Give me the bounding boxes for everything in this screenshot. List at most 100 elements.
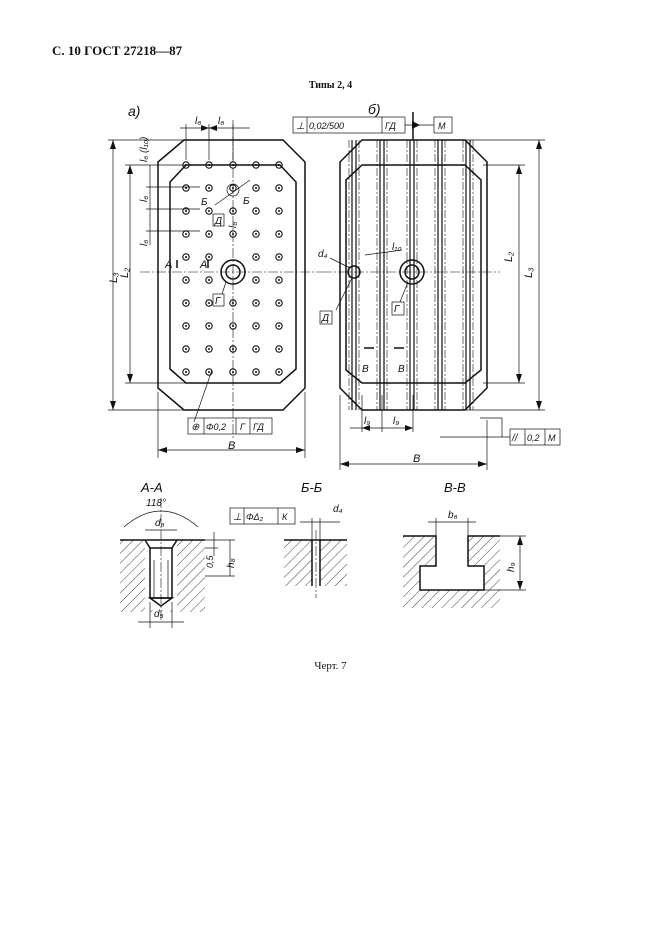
ref-d-a: Д [214,216,222,227]
hole-center [232,210,234,212]
hole-center [185,371,187,373]
mounting-hole [182,184,190,192]
hole-center [278,348,280,350]
mounting-hole [275,322,283,330]
ref-g-a: Г [215,296,222,307]
mounting-hole [205,368,213,376]
section-mark-v-right: В [398,364,405,375]
hole-grid [182,161,283,376]
section-mark-v-left: В [362,364,369,375]
mounting-hole [205,230,213,238]
hole-center [255,325,257,327]
mounting-hole [252,345,260,353]
section-aa-title: А-А [140,480,163,495]
mounting-hole [252,368,260,376]
dim-0-5: 0,5 [205,554,215,568]
hole-center [278,325,280,327]
hole-center [208,371,210,373]
hole-center [208,279,210,281]
mounting-hole [205,207,213,215]
tol-a-datum2: ГД [253,422,265,432]
section-mark-b-left: Б [201,197,208,208]
hole-center [185,187,187,189]
figure-caption: Черт. 7 [314,660,347,672]
hole-center [255,348,257,350]
mounting-hole [275,207,283,215]
hole-center [278,210,280,212]
dim-l6-l10: l₆ (l₁₀) [139,137,150,162]
view-a: а) L₃ L₂ l₆ (l₁₀) l₆ l₆ [108,103,322,458]
tol-b-top-symbol: ⊥ [296,121,305,132]
hole-center [255,279,257,281]
dim-L3-b: L₃ [523,267,535,278]
dim-b6: b₆ [448,510,458,521]
section-mark-a-left: А [164,259,172,271]
mounting-hole [205,161,213,169]
mounting-hole [205,322,213,330]
view-b-label: б) [368,101,381,117]
dim-d4-b: d₄ [318,249,328,260]
section-bb: Б-Б ⊥ ΦΔ₂ К d₄ [229,480,347,598]
hole-center [208,210,210,212]
mounting-hole [205,299,213,307]
mounting-hole [205,253,213,261]
hole-center [278,302,280,304]
hole-center [185,210,187,212]
hole-center [278,371,280,373]
section-aa: А-А 118° d₆ d₅ 0,5 h₈ [120,480,237,628]
section-mark-b-right: Б [243,196,250,207]
tol-bb-datum: К [282,512,288,522]
hole-center [208,325,210,327]
mounting-hole [205,276,213,284]
dim-l6-h2: l₆ [218,116,224,127]
hole-center [185,348,187,350]
dim-L3: L₃ [108,272,120,283]
hole-center [255,256,257,258]
mounting-hole [182,345,190,353]
ref-d-b: Д [321,313,329,324]
hole-center [255,210,257,212]
tol-b-bottom-value: 0,2 [527,433,540,443]
dim-l6-v1: l₆ [139,196,150,202]
view-b: б) ⊥ 0,02/500 ГД М d₄ l₁₀ Д [292,101,561,470]
tol-b-bottom-symbol: // [511,433,519,444]
mounting-hole [275,299,283,307]
hole-center [185,279,187,281]
hole-center [278,187,280,189]
mounting-hole [252,253,260,261]
mounting-hole [205,345,213,353]
mounting-hole [275,230,283,238]
tol-b-bottom-datum: М [548,433,556,443]
mounting-hole [182,322,190,330]
mounting-hole [275,345,283,353]
hole-center [278,233,280,235]
drawing-subtitle: Типы 2, 4 [308,80,353,91]
dim-h8: h₈ [226,558,237,568]
mounting-hole [275,253,283,261]
hole-center [255,371,257,373]
dim-L2-b: L₂ [503,251,515,262]
tol-bb-symbol: ⊥ [233,512,242,523]
tol-bb-value: ΦΔ₂ [246,512,264,522]
hole-center [255,302,257,304]
hole-center [278,279,280,281]
hole-center [185,233,187,235]
dim-l6-h1: l₆ [195,116,201,127]
mounting-hole [252,207,260,215]
dim-d6: d₆ [155,518,165,529]
dim-B-a: B [228,440,235,452]
mounting-hole [182,253,190,261]
tol-b-top-datum: ГД [385,121,397,131]
hole-center [278,164,280,166]
tol-a-symbol: ⊕ [191,422,200,433]
mounting-hole [182,207,190,215]
hole-center [255,187,257,189]
hole-center [185,256,187,258]
dim-d5: d₅ [154,609,164,620]
mounting-hole [182,276,190,284]
view-a-label: а) [128,103,140,119]
section-vv: В-В b₆ h₉ [403,480,526,608]
hole-center [185,302,187,304]
dim-d4-bb: d₄ [333,504,343,515]
